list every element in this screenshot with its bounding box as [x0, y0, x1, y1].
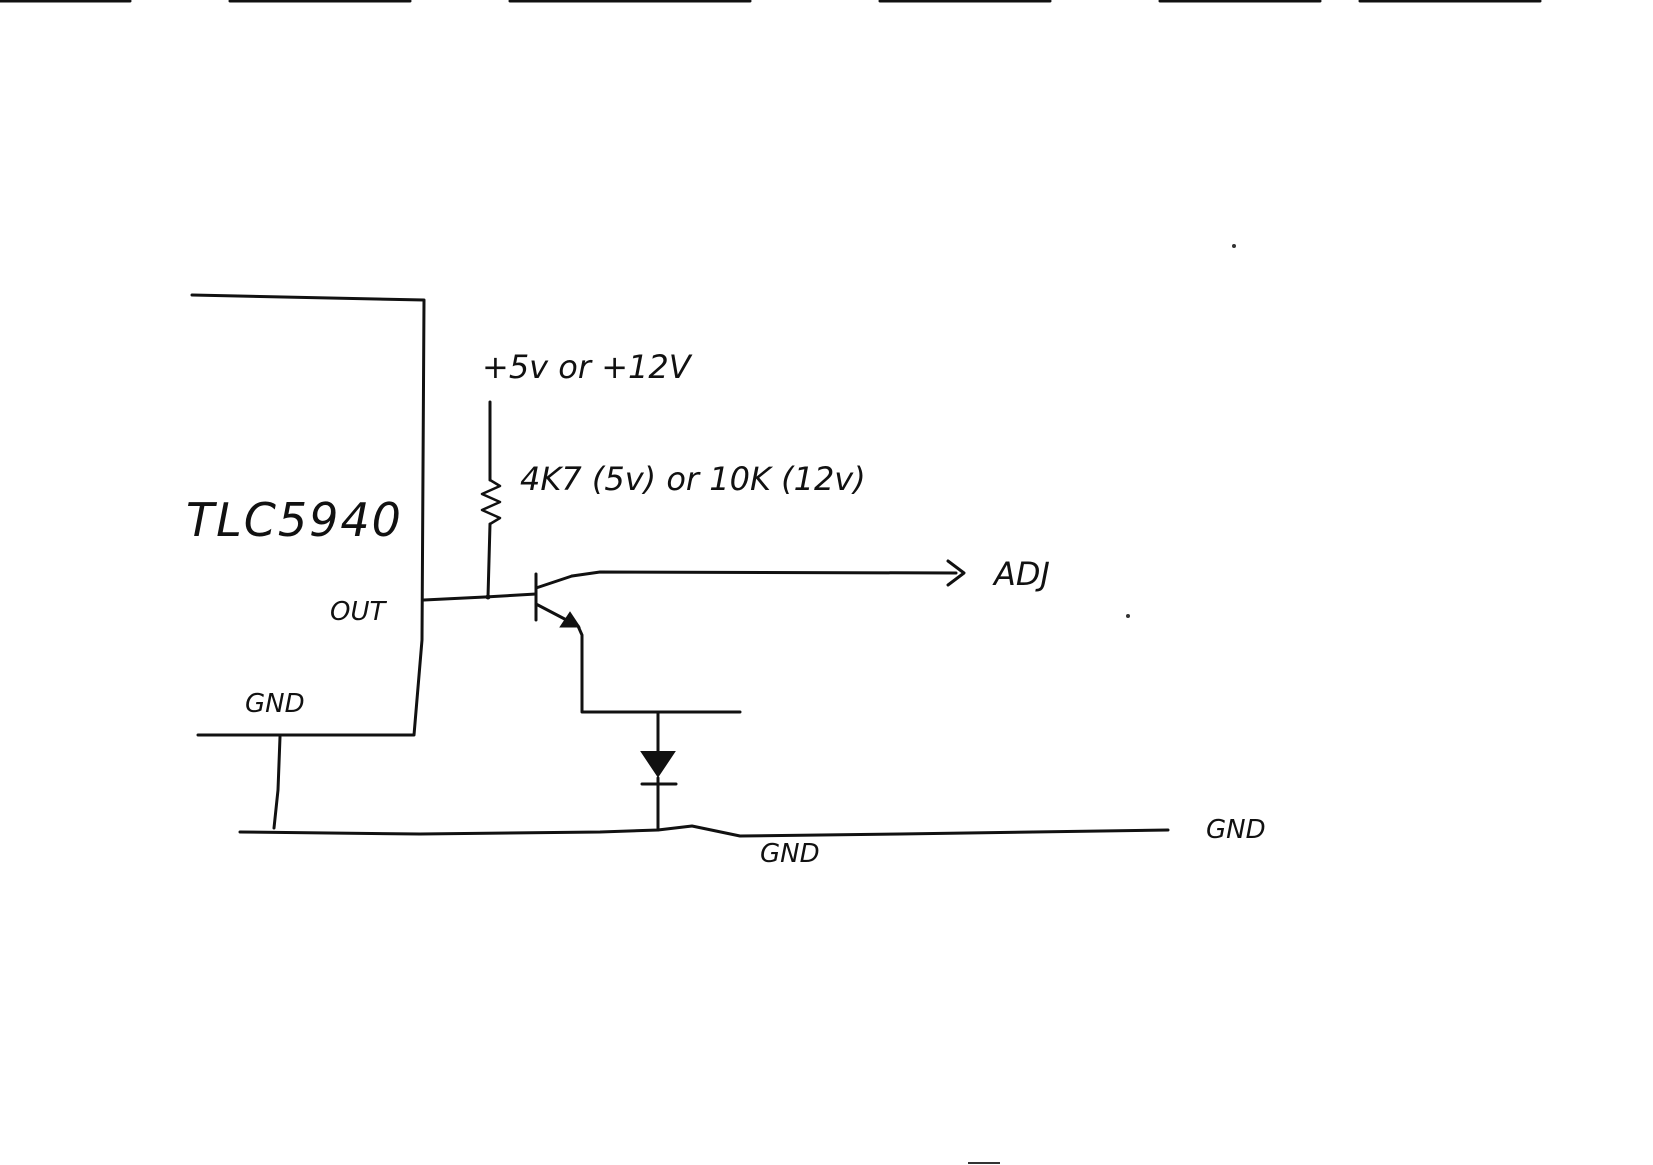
ground-rail: [238, 824, 1170, 838]
junction-dot: [485, 594, 491, 600]
arrow-icon: [946, 559, 966, 587]
npn-transistor: [534, 572, 581, 628]
base-wire: [422, 592, 538, 602]
supply-label: +5v or +12V: [482, 348, 693, 386]
ground-label-right: GND: [1206, 815, 1266, 845]
pullup-wire-bottom: [486, 522, 492, 599]
adj-label: ADJ: [992, 555, 1050, 593]
chip-label: TLC5940: [186, 493, 403, 547]
diode-symbol: [640, 710, 678, 832]
chip-gnd-wire: [272, 735, 282, 830]
adj-wire: [570, 570, 958, 578]
emitter-arrow-icon: [559, 611, 581, 628]
tlc5940-chip: TLC5940 OUT GND: [186, 293, 426, 737]
resistor-symbol: [480, 478, 502, 526]
resistor-label: 4K7 (5v) or 10K (12v): [520, 460, 866, 498]
scan-speck: [1126, 614, 1130, 618]
scan-speck: [1232, 244, 1236, 248]
emitter-wire: [576, 624, 742, 714]
chip-out-label: OUT: [330, 597, 387, 627]
ground-label-middle: GND: [760, 839, 820, 869]
chip-gnd-label: GND: [245, 689, 305, 719]
